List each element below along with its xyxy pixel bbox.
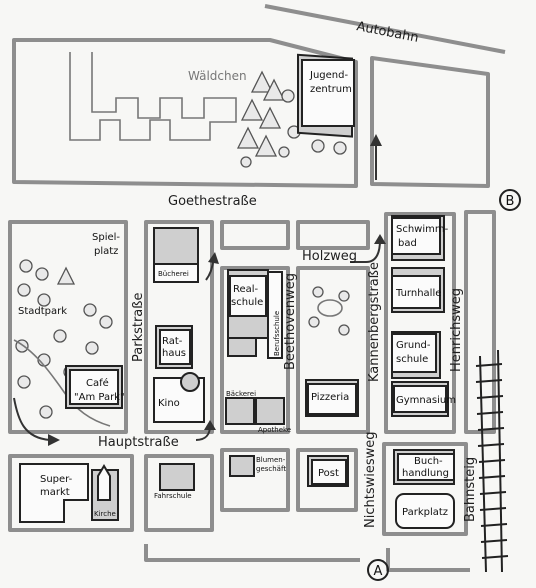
label-buecherei: Bücherei <box>158 270 189 278</box>
turnhalle-building[interactable] <box>391 267 445 313</box>
berufsschule-building[interactable] <box>267 271 283 359</box>
label-baeckerei: Bäckerei <box>226 390 256 398</box>
route-arrow-up <box>370 134 382 180</box>
label-cafe-2: "Am Park" <box>74 392 125 403</box>
label-jugendzentrum-2: zentrum <box>310 84 352 95</box>
schule-block <box>384 212 456 434</box>
street-beethovenweg: Beethovenweg <box>283 273 298 370</box>
grundschule-building[interactable] <box>391 331 441 379</box>
small-bld-realschule <box>227 337 257 357</box>
route-arrow-buecherei <box>205 252 219 281</box>
marker-b-label: B <box>506 194 515 209</box>
label-rathaus-2: haus <box>162 348 186 359</box>
eastern-top-block <box>370 56 490 188</box>
post-building[interactable] <box>307 455 349 487</box>
kirche-building[interactable] <box>91 464 119 521</box>
street-holzweg: Holzweg <box>302 249 357 264</box>
bottom-left-strip <box>144 544 360 562</box>
label-buchhandlung-2: handlung <box>402 468 449 479</box>
street-hauptstrasse: Hauptstraße <box>98 435 179 450</box>
label-post: Post <box>318 468 339 479</box>
label-pizzeria: Pizzeria <box>311 392 349 403</box>
buecherei-block <box>144 220 214 434</box>
label-stadtpark: Stadtpark <box>18 306 67 317</box>
street-henrichsweg: Henrichsweg <box>449 288 464 372</box>
label-rathaus-1: Rat- <box>162 336 183 347</box>
waeldchen-trees <box>236 70 347 168</box>
label-waeldchen: Wäldchen <box>188 69 247 83</box>
label-apotheke: Apotheke <box>258 426 291 434</box>
fahrschule-block <box>144 454 214 532</box>
railway-tracks <box>475 349 509 573</box>
stadtpark-path <box>13 339 111 427</box>
realschule-block <box>220 266 290 434</box>
buecherei-building[interactable] <box>153 227 199 283</box>
label-spielplatz-2: platz <box>94 246 118 257</box>
post-block <box>296 448 358 512</box>
label-buchhandlung-1: Buch- <box>414 456 443 467</box>
street-goethestrasse: Goethestraße <box>168 194 257 209</box>
blumengeschaeft-block <box>220 448 290 512</box>
label-schwimmbad-2: bad <box>398 238 417 249</box>
label-supermarkt-2: markt <box>40 487 70 498</box>
label-grundschule-2: schule <box>396 354 428 365</box>
pizzeria-block <box>296 266 370 434</box>
supermarkt-block <box>8 454 134 532</box>
pizzeria-building[interactable] <box>305 379 359 417</box>
rathaus-building[interactable] <box>155 325 193 369</box>
buchhandlung-building[interactable] <box>393 449 455 485</box>
label-blumengeschaeft-2: geschäft <box>256 465 286 473</box>
label-spielplatz-1: Spiel- <box>92 232 120 243</box>
label-kirche: Kirche <box>94 510 116 518</box>
stadtpark-block <box>8 220 128 434</box>
label-grundschule-1: Grund- <box>396 340 431 351</box>
street-kannenbergstrasse: Kannenbergstraße <box>367 262 382 382</box>
pizzeria-decor <box>308 286 350 336</box>
street-nichtswiesweg: Nichtswiesweg <box>363 432 378 529</box>
bottom-right-strip <box>386 548 470 572</box>
label-jugendzentrum-1: Jugend- <box>309 70 348 81</box>
marker-a-label: A <box>374 564 383 579</box>
cafe-am-park-building[interactable] <box>65 365 123 409</box>
apotheke-building[interactable] <box>255 397 285 425</box>
street-bahnsteig: Bahnsteig <box>463 457 478 522</box>
fahrschule-building[interactable] <box>159 463 195 491</box>
street-autobahn: Autobahn <box>355 19 420 46</box>
label-parkplatz: Parkplatz <box>402 507 448 518</box>
blumengeschaeft-building[interactable] <box>229 455 255 477</box>
autobahn-road-edge <box>264 4 506 54</box>
parkplatz-area[interactable] <box>395 493 455 529</box>
marker-b[interactable]: B <box>499 189 521 211</box>
schwimmbad-building[interactable] <box>391 215 445 261</box>
label-fahrschule: Fahrschule <box>154 492 192 500</box>
label-realschule-2: schule <box>231 297 263 308</box>
route-arrow-park <box>13 397 60 446</box>
holzweg-north-block <box>296 220 370 250</box>
baeckerei-building[interactable] <box>225 397 255 425</box>
jugendzentrum-building[interactable] <box>297 53 355 138</box>
label-gymnasium: Gymnasium <box>396 395 456 406</box>
label-supermarkt-1: Super- <box>40 474 73 485</box>
label-schwimmbad-1: Schwimm- <box>396 224 449 235</box>
label-berufsschule: Berufsschule <box>273 311 281 356</box>
goethe-north-block <box>220 220 290 250</box>
kino-building[interactable] <box>153 372 205 423</box>
label-kino: Kino <box>158 398 180 409</box>
gymnasium-building[interactable] <box>391 381 449 417</box>
northern-block <box>12 38 358 188</box>
label-realschule-1: Real- <box>233 284 259 295</box>
supermarkt-building[interactable] <box>19 463 89 523</box>
east-middle-block <box>464 210 496 434</box>
route-arrow-holzweg <box>350 234 386 263</box>
buchhandlung-block <box>382 442 468 536</box>
label-turnhalle: Turnhalle <box>395 288 441 299</box>
label-cafe-1: Café <box>86 377 109 389</box>
street-parkstrasse: Parkstraße <box>131 293 146 362</box>
route-arrow-haupt <box>195 420 216 441</box>
waeldchen-path <box>69 52 237 141</box>
marker-a[interactable]: A <box>367 559 389 581</box>
label-blumengeschaeft-1: Blumen- <box>256 456 286 464</box>
